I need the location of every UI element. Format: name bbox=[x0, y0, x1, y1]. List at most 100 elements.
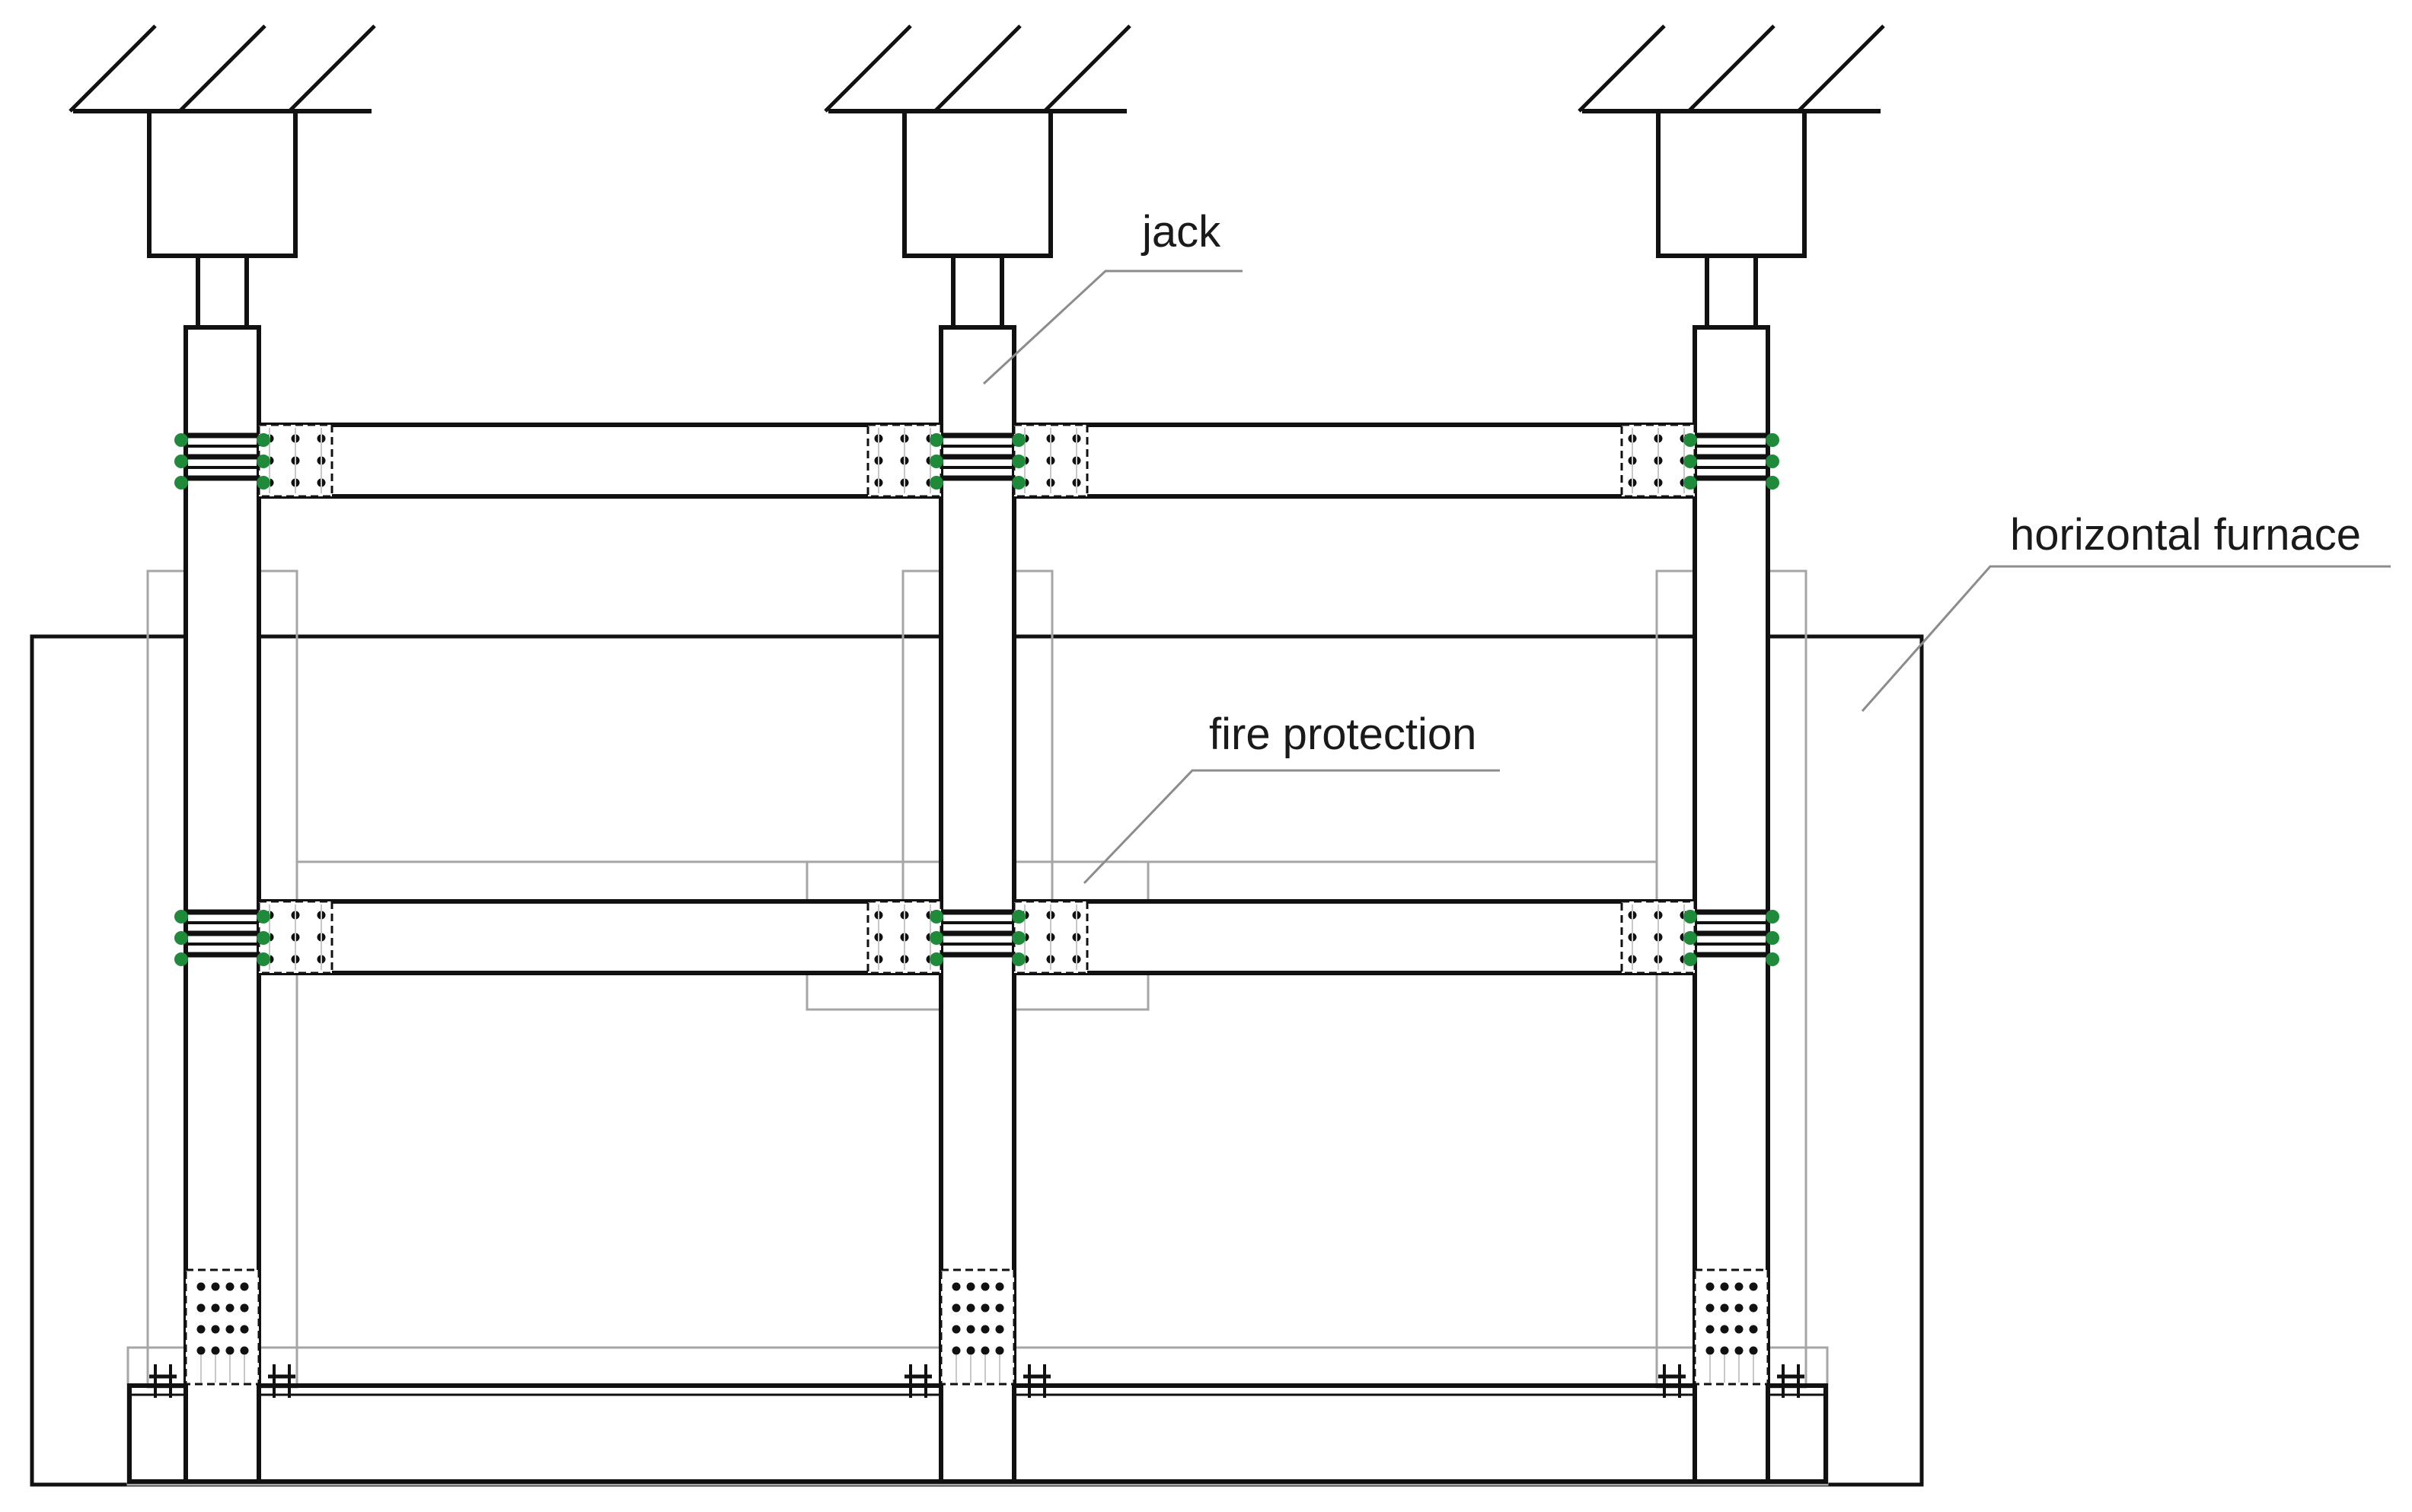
bolt-dot bbox=[952, 1325, 961, 1334]
bolt-dot bbox=[1734, 1346, 1744, 1355]
bolt-dot bbox=[211, 1282, 220, 1291]
bolt-head bbox=[1012, 455, 1026, 468]
bolt-head bbox=[174, 952, 188, 966]
bolt-head bbox=[174, 455, 188, 468]
joint-lower-right bbox=[1620, 900, 1779, 975]
bolt-dot bbox=[211, 1303, 220, 1313]
beam-column-joints bbox=[174, 423, 1779, 975]
bolt-dot bbox=[1749, 1303, 1758, 1313]
bolt-dot bbox=[966, 1346, 975, 1355]
bolt-dot bbox=[225, 1303, 234, 1313]
jack-ram bbox=[951, 254, 1004, 330]
bolt-dot bbox=[240, 1282, 249, 1291]
joint-lower-center bbox=[866, 900, 1089, 975]
bolt-head bbox=[257, 433, 270, 447]
leader-lines bbox=[982, 270, 2391, 885]
jack-leader bbox=[982, 270, 1243, 385]
bolt-head bbox=[930, 433, 943, 447]
bolt-dot bbox=[1720, 1325, 1729, 1334]
bolt-dot bbox=[196, 1303, 206, 1313]
bolt-dot bbox=[1720, 1303, 1729, 1313]
bolt-dot bbox=[211, 1325, 220, 1334]
bolt-dot bbox=[1720, 1346, 1729, 1355]
bolt-dot bbox=[981, 1282, 990, 1291]
bolt-head bbox=[930, 476, 943, 490]
bolt-dot bbox=[995, 1346, 1004, 1355]
bolt-dot bbox=[240, 1303, 249, 1313]
bolt-head bbox=[257, 476, 270, 490]
jack-center bbox=[824, 24, 1131, 330]
bolt-head bbox=[1012, 433, 1026, 447]
bolt-head bbox=[1683, 952, 1697, 966]
jack-label: jack bbox=[1141, 207, 1221, 257]
bolt-dot bbox=[1749, 1325, 1758, 1334]
bolt-dot bbox=[952, 1303, 961, 1313]
bolt-head bbox=[930, 931, 943, 945]
bolt-head bbox=[1766, 931, 1779, 945]
bolt-head bbox=[1766, 952, 1779, 966]
jacks bbox=[69, 24, 1885, 330]
support-hatch-line bbox=[69, 24, 157, 113]
bolt-head bbox=[1766, 476, 1779, 490]
bolt-head bbox=[257, 931, 270, 945]
bolt-dot bbox=[225, 1282, 234, 1291]
bolt-head bbox=[930, 455, 943, 468]
column-base-connections bbox=[149, 1268, 1804, 1398]
jack-left bbox=[69, 24, 376, 330]
bolt-dot bbox=[995, 1303, 1004, 1313]
bolt-dot bbox=[952, 1346, 961, 1355]
bolt-dot bbox=[240, 1325, 249, 1334]
bolt-dot bbox=[1705, 1282, 1715, 1291]
bolt-head bbox=[1766, 455, 1779, 468]
jack-body bbox=[1656, 109, 1807, 258]
jack-right bbox=[1578, 24, 1885, 330]
support-hatch-line bbox=[933, 24, 1022, 113]
horizontal-furnace-label: horizontal furnace bbox=[2010, 510, 2361, 560]
bolt-head bbox=[1012, 476, 1026, 490]
jack-body bbox=[902, 109, 1053, 258]
bolt-dot bbox=[995, 1282, 1004, 1291]
support-hatch-line bbox=[1687, 24, 1776, 113]
bolt-head bbox=[930, 910, 943, 923]
bolt-dot bbox=[1734, 1282, 1744, 1291]
bolt-dot bbox=[981, 1346, 990, 1355]
joint-upper-center bbox=[866, 423, 1089, 498]
bolt-head bbox=[1683, 455, 1697, 468]
horizontal-furnace-leader bbox=[1861, 565, 2391, 712]
bolt-dot bbox=[1705, 1303, 1715, 1313]
column-base-center bbox=[904, 1268, 1051, 1398]
bolt-head bbox=[1012, 952, 1026, 966]
upper-beam-left bbox=[257, 423, 943, 499]
bolt-dot bbox=[196, 1346, 206, 1355]
bolt-dot bbox=[196, 1325, 206, 1334]
bolt-head bbox=[257, 910, 270, 923]
column-base-left bbox=[149, 1268, 295, 1398]
support-hatch-line bbox=[1797, 24, 1885, 113]
bolt-dot bbox=[1705, 1325, 1715, 1334]
bolt-dot bbox=[240, 1346, 249, 1355]
bolt-head bbox=[174, 910, 188, 923]
jack-ram bbox=[196, 254, 249, 330]
bolt-head bbox=[174, 476, 188, 490]
bolt-head bbox=[174, 433, 188, 447]
support-hatch-line bbox=[824, 24, 912, 113]
joint-upper-left bbox=[174, 423, 333, 498]
bolt-dot bbox=[211, 1346, 220, 1355]
bolt-dot bbox=[966, 1282, 975, 1291]
fire-protection-label: fire protection bbox=[1209, 710, 1476, 759]
bolt-dot bbox=[966, 1325, 975, 1334]
jack-body bbox=[147, 109, 298, 258]
bolt-head bbox=[257, 952, 270, 966]
bolt-head bbox=[1683, 476, 1697, 490]
bolt-dot bbox=[995, 1325, 1004, 1334]
bolt-dot bbox=[1749, 1282, 1758, 1291]
bolt-head bbox=[1683, 433, 1697, 447]
bolt-dot bbox=[1720, 1282, 1729, 1291]
support-hatch-line bbox=[1043, 24, 1131, 113]
joint-upper-right bbox=[1620, 423, 1779, 498]
bolt-head bbox=[930, 952, 943, 966]
bolt-head bbox=[1766, 910, 1779, 923]
support-hatch-line bbox=[1578, 24, 1666, 113]
support-hatch-line bbox=[288, 24, 376, 113]
